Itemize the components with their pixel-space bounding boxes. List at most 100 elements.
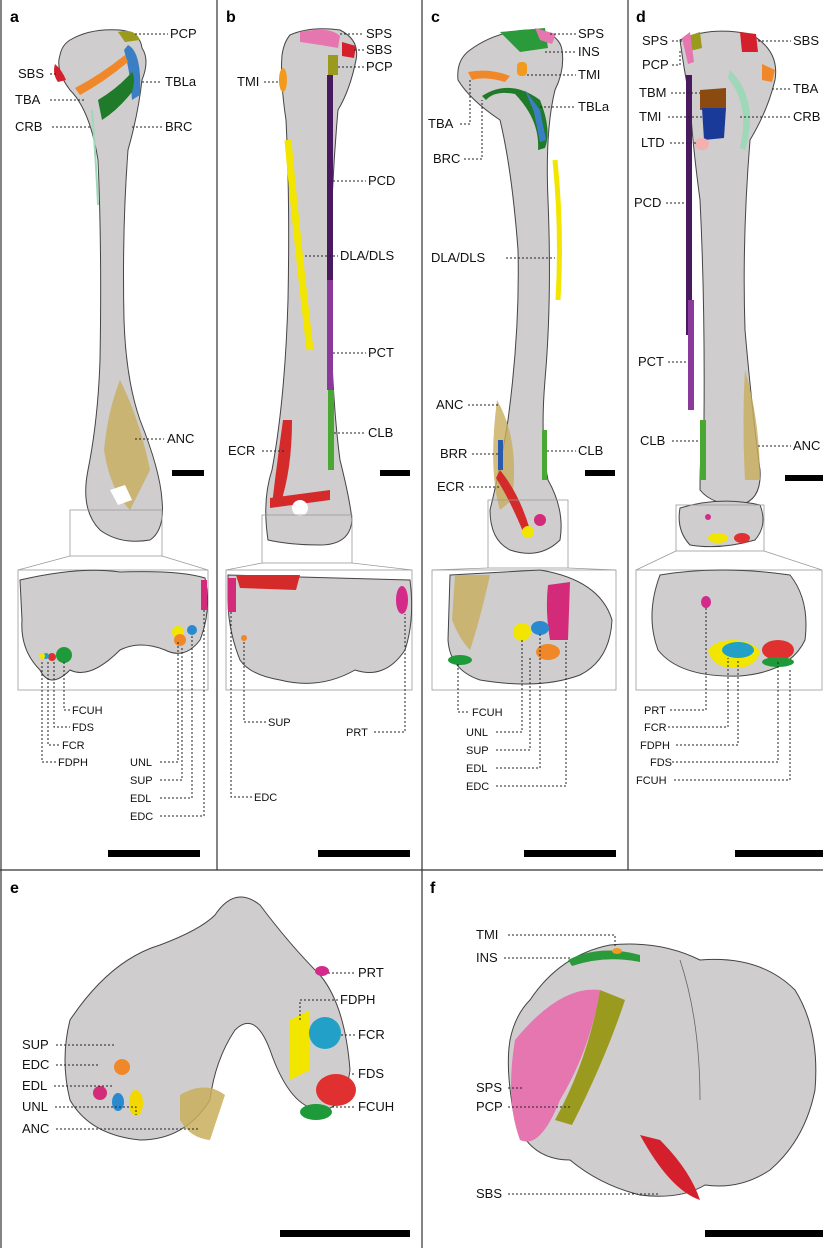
pct-area-b [327,280,333,390]
label-brc-a: BRC [165,119,192,134]
tbm-area-d [700,88,726,110]
pcp-area-b [328,55,338,75]
label-tbm-d: TBM [639,85,666,100]
label-pct-d: PCT [638,354,664,369]
label-ltd-d: LTD [641,135,665,150]
fossa-b [292,500,308,516]
label-ins-f: INS [476,950,498,965]
edl-inset-c [531,621,549,635]
label-ins-c: INS [578,44,600,59]
label-fdph-e: FDPH [340,992,375,1007]
fds-dot-d [734,533,750,543]
label-tba-c: TBA [428,116,454,131]
label-sps-c: SPS [578,26,604,41]
panel-a: a PCP SBS TBLa [10,9,208,857]
label-anc-e: ANC [22,1121,49,1136]
label-tba-a: TBA [15,92,41,107]
label-sup-c: SUP [466,745,489,757]
label-clb-d: CLB [640,433,665,448]
label-crb-d: CRB [793,109,820,124]
fdph-area-e [290,1010,310,1080]
label-pcd-d: PCD [634,195,661,210]
anc-area-e [180,1088,225,1141]
label-pcd-b: PCD [368,173,395,188]
edc-inset-c [547,582,570,640]
anc-area-d [744,370,761,480]
panel-b-letter: b [226,9,236,26]
sup-inset-a [174,634,186,646]
label-pcp-d: PCP [642,57,669,72]
label-ecr-b: ECR [228,443,255,458]
label-pcp-a: PCP [170,26,197,41]
tmi-area-d [702,108,726,140]
fcuh-inset-c [448,655,472,665]
label-fdph-a: FDPH [58,757,88,769]
scale-bar-c-inset [524,850,616,857]
label-edl-a: EDL [130,793,151,805]
label-tmi-c: TMI [578,67,600,82]
label-fcuh-e: FCUH [358,1099,394,1114]
label-dla-b: DLA/DLS [340,248,395,263]
label-edl-e: EDL [22,1078,47,1093]
sup-inset-b [241,635,247,641]
label-prt-e: PRT [358,965,384,980]
panel-f-letter: f [430,880,436,897]
label-fds-d: FDS [650,757,672,769]
label-tmi-d: TMI [639,109,661,124]
label-fcuh-a: FCUH [72,705,103,717]
label-ecr-c: ECR [437,479,464,494]
edc-inset-a [201,580,207,610]
label-tbla-c: TBLa [578,99,610,114]
label-edc-e: EDC [22,1057,49,1072]
panel-d-humerus [680,31,776,505]
prt-inset-d [701,596,711,608]
scale-bar-a-inset [108,850,200,857]
label-fcr-e: FCR [358,1027,385,1042]
label-anc-c: ANC [436,397,463,412]
label-sps-b: SPS [366,26,392,41]
tmi-area-c [517,62,527,76]
dla-area-c [555,160,559,300]
edc-inset-b [228,578,236,612]
scale-bar-d-inset [735,850,823,857]
fcr-inset-d [722,642,754,658]
edc-area-e [93,1086,107,1100]
fds-area-e [316,1074,356,1106]
label-tmi-f: TMI [476,927,498,942]
sup-area-e [114,1059,130,1075]
label-tmi-b: TMI [237,74,259,89]
label-clb-c: CLB [578,443,603,458]
edl-area-e [112,1093,124,1111]
label-unl-a: UNL [130,757,152,769]
label-fcuh-d: FCUH [636,775,667,787]
pct-area-d [688,300,694,410]
scale-bar-b-inset [318,850,410,857]
label-clb-b: CLB [368,425,393,440]
scale-bar-f [705,1230,823,1237]
label-brc-c: BRC [433,151,460,166]
scale-bar-d [785,475,823,481]
label-fcr-a: FCR [62,740,85,752]
panel-b-inset-bone [228,575,412,683]
label-fds-e: FDS [358,1066,384,1081]
panel-e: e PRT FDPH FCR FDS FCUH SUP EDC EDL UNL … [10,880,410,1237]
tmi-area-f [612,948,622,954]
label-tba-d: TBA [793,81,819,96]
label-dla-c: DLA/DLS [431,250,486,265]
label-crb-a: CRB [15,119,42,134]
prt-inset-b [396,586,408,614]
unl-inset-c [513,623,531,641]
edl-inset-a [187,625,197,635]
label-brr-c: BRR [440,446,467,461]
label-anc-d: ANC [793,438,820,453]
label-unl-c: UNL [466,727,488,739]
label-fdph-d: FDPH [640,740,670,752]
panel-f: f TMI INS SPS PCP SBS [430,880,823,1237]
label-edl-c: EDL [466,763,487,775]
label-sbs-f: SBS [476,1186,502,1201]
clb-area-c [542,430,547,480]
panel-d-letter: d [636,9,646,26]
label-fcuh-c: FCUH [472,707,503,719]
fdph-dot-d [708,533,728,543]
